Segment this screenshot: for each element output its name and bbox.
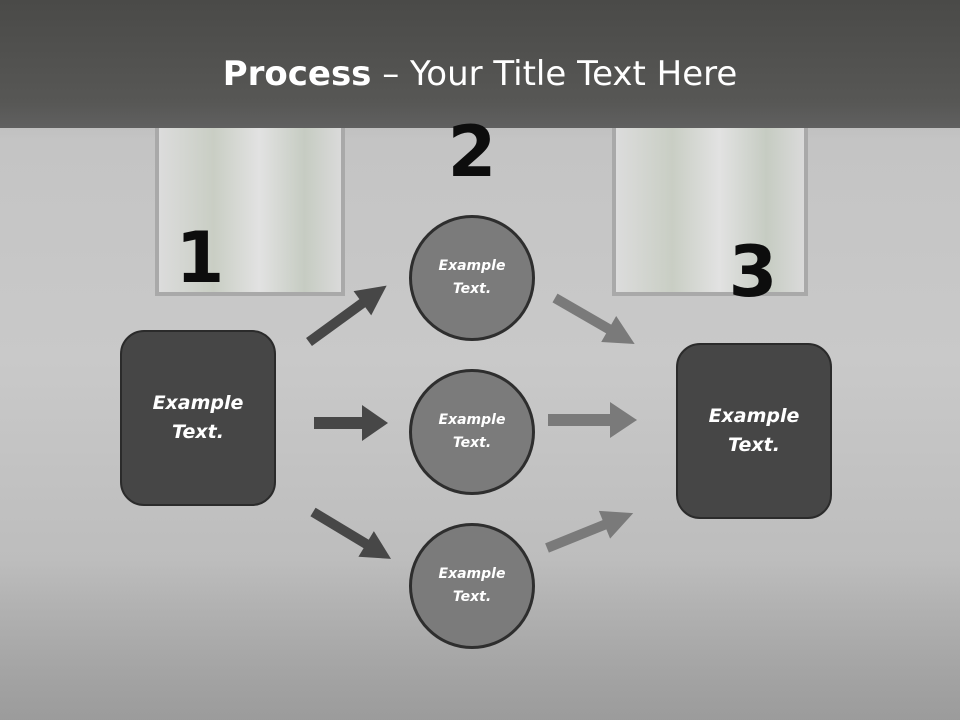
arrow-left-to-top [306,285,387,347]
arrow-top-to-right [552,293,635,344]
background-window-left [155,120,345,296]
title-rest: – Your Title Text Here [371,54,738,94]
circle-middle-text: Example Text. [438,412,506,451]
right-box-text: Example Text. [708,405,800,456]
left-box: Example Text. [120,330,276,506]
step-number-3: 3 [728,231,778,313]
title-bar [0,0,960,128]
background-window-right [612,120,808,296]
step-number-2: 2 [447,111,497,193]
arrow-middle-to-right [548,402,637,438]
circle-bottom: Example Text. [409,523,535,649]
circle-middle: Example Text. [409,369,535,495]
title-bold: Process [222,54,372,94]
slide-title: Process – Your Title Text Here [0,52,960,96]
right-box: Example Text. [676,343,832,519]
arrow-bottom-to-right [545,510,634,553]
arrow-left-to-bottom [310,507,392,559]
circle-top: Example Text. [409,215,535,341]
arrow-left-to-middle [314,405,388,441]
circle-top-text: Example Text. [438,258,506,297]
left-box-text: Example Text. [152,392,244,443]
circle-bottom-text: Example Text. [438,566,506,605]
step-number-1: 1 [175,217,225,299]
